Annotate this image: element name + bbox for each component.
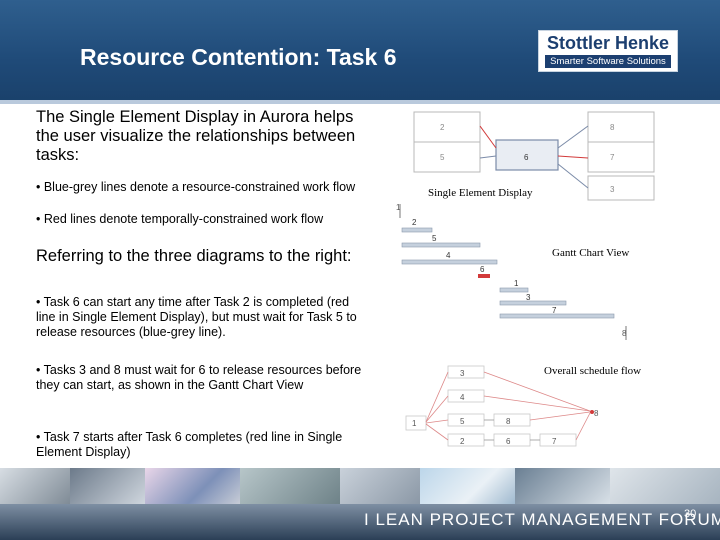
- gantt-label-4: 4: [446, 251, 451, 260]
- gantt-label-6: 6: [480, 265, 485, 274]
- gantt-label-2: 2: [412, 218, 417, 227]
- gantt-caption: Gantt Chart View: [552, 247, 629, 259]
- sed-box-right-top: [587, 111, 655, 143]
- flow-label-4: 4: [460, 393, 465, 402]
- legend-bullet-red: • Red lines denote temporally-constraine…: [36, 212, 324, 226]
- sed-line-red-out: [557, 155, 589, 159]
- flow-box-6: [493, 433, 531, 447]
- sed-line-blue-out: [557, 125, 589, 149]
- gantt-label-1: 1: [396, 203, 401, 212]
- gantt-label-8: 8: [622, 329, 627, 338]
- gantt-label-7: 7: [552, 306, 557, 315]
- flow-label-end: 8: [594, 409, 599, 418]
- flow-edge-3-end: [483, 371, 591, 412]
- flow-box-2: [447, 433, 485, 447]
- company-logo: Stottler Henke Smarter Software Solution…: [538, 30, 678, 72]
- sed-label-7: 7: [610, 153, 615, 162]
- flow-edge-1-5: [425, 419, 449, 424]
- flow-label-7: 7: [552, 437, 557, 446]
- sed-line-red-in: [479, 125, 497, 149]
- flow-label-8: 8: [506, 417, 511, 426]
- flow-label-5: 5: [460, 417, 465, 426]
- refer-heading: Referring to the three diagrams to the r…: [36, 247, 352, 265]
- footer-photo-factory: [70, 468, 145, 504]
- header-divider: [0, 100, 720, 104]
- gantt-bar-7: [499, 313, 615, 319]
- sed-box-center: [495, 139, 559, 171]
- gantt-bar-1b: [499, 287, 529, 293]
- sed-label-5: 5: [440, 153, 445, 162]
- flow-box-8: [493, 413, 531, 427]
- footer-photo-machinery: [340, 468, 420, 504]
- overall-schedule-flow: 3 4 5 8 2 6 7 1 8 Overall schedule flow: [405, 365, 641, 447]
- flow-caption: Overall schedule flow: [544, 365, 641, 377]
- logo-name: Stottler Henke: [546, 33, 670, 53]
- sed-label-2: 2: [440, 123, 445, 132]
- bullet-tasks-3-8: • Tasks 3 and 8 must wait for 6 to relea…: [36, 363, 362, 392]
- flow-edge-8-end: [529, 411, 591, 421]
- gantt-bar-3: [499, 300, 567, 306]
- gantt-label-5: 5: [432, 234, 437, 243]
- sed-label-6: 6: [524, 153, 529, 162]
- footer-band: [0, 504, 720, 540]
- gantt-label-3: 3: [526, 293, 531, 302]
- sed-label-8: 8: [610, 123, 615, 132]
- flow-box-3: [447, 365, 485, 379]
- footer-photo-aircraft: [0, 468, 70, 504]
- intro-text: The Single Element Display in Aurora hel…: [36, 108, 356, 164]
- footer-photo-jet: [420, 468, 515, 504]
- bullet-task7: • Task 7 starts after Task 6 completes (…: [36, 430, 343, 459]
- flow-box-4: [447, 389, 485, 403]
- logo-tagline: Smarter Software Solutions: [550, 56, 666, 67]
- gantt-label-1b: 1: [514, 279, 519, 288]
- slide-title: Resource Contention: Task 6: [80, 44, 397, 70]
- flow-label-2: 2: [460, 437, 465, 446]
- sed-box-right-middle: [587, 141, 655, 173]
- logo-tagline-bar: Smarter Software Solutions: [545, 55, 671, 68]
- sed-line-blue-in: [479, 155, 497, 159]
- flow-edge-1-2: [425, 423, 449, 441]
- flow-label-3: 3: [460, 369, 465, 378]
- sed-box-left-bottom: [413, 141, 481, 173]
- legend-bullet-blue: • Blue-grey lines denote a resource-cons…: [36, 180, 356, 194]
- flow-edge-1-4: [425, 395, 449, 423]
- flow-edge-4-end: [483, 395, 591, 412]
- sed-line-blue-out-2: [557, 163, 589, 189]
- gantt-bar-6: [478, 274, 490, 278]
- footer-photo-rig: [515, 468, 610, 504]
- gantt-bar-4: [401, 259, 498, 265]
- footer-forum-title: I LEAN PROJECT MANAGEMENT FORUM: [364, 510, 720, 529]
- sed-caption: Single Element Display: [428, 187, 533, 199]
- flow-box-7: [539, 433, 577, 447]
- gantt-chart-view: 1 2 5 4 6 1 3 7 8 Gantt Chart View: [396, 203, 629, 340]
- flow-box-5: [447, 413, 485, 427]
- gantt-bar-5: [401, 242, 481, 248]
- single-element-display: 2 5 6 8 7 3 Single Element Display: [413, 111, 655, 201]
- footer-photo-lab-worker: [240, 468, 340, 504]
- flow-edge-1-3: [425, 371, 449, 423]
- footer-photo-lab: [145, 468, 240, 504]
- flow-label-6: 6: [506, 437, 511, 446]
- bullet-task6: • Task 6 can start any time after Task 2…: [36, 295, 357, 339]
- sed-box-left-top: [413, 111, 481, 143]
- flow-edge-7-end: [575, 412, 591, 441]
- sed-label-3: 3: [610, 185, 615, 194]
- page-number: 30: [684, 508, 697, 520]
- sed-box-right-bottom: [587, 175, 655, 201]
- footer-photo-software: [610, 468, 720, 504]
- gantt-bar-2: [401, 227, 433, 233]
- flow-label-1: 1: [412, 419, 417, 428]
- flow-node-end: [590, 410, 594, 414]
